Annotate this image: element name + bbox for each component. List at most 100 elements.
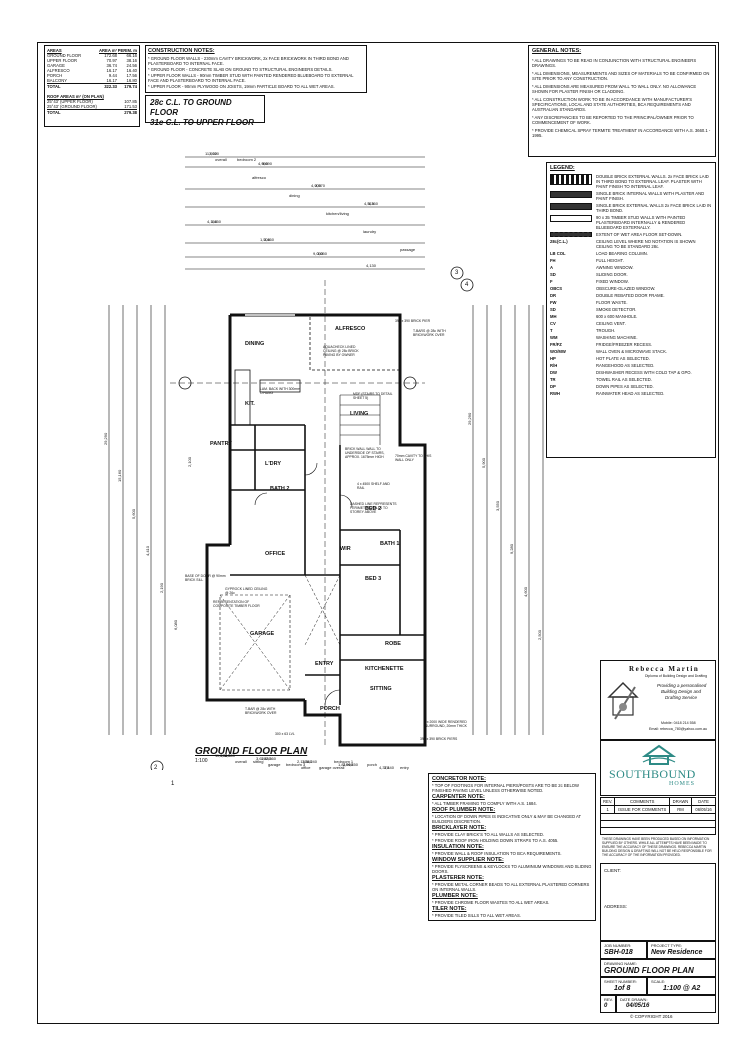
- legend-symbol: CV: [550, 321, 556, 326]
- dimension-caption: alfresco: [252, 175, 267, 180]
- legend-symbol: HP: [550, 356, 556, 361]
- builder-house-icon: [641, 744, 677, 765]
- dimension-caption-bottom: bedroom 3: [286, 762, 306, 767]
- revision-header-cell: DRAWN: [670, 798, 693, 805]
- construction-notes-title: CONSTRUCTION NOTES:: [148, 48, 215, 54]
- client-box-border: [600, 863, 716, 941]
- project-type-label: PROJECT TYPE:: [651, 943, 683, 948]
- legend-symbol: SD: [550, 272, 556, 277]
- construction-note: * UPPER FLOOR WALLS - 90mm TIMBER STUD W…: [148, 73, 354, 83]
- areas-cell: UPPER FLOOR: [47, 58, 78, 63]
- dimension-caption-bottom: sitting: [253, 759, 263, 764]
- room-label: GARAGE: [250, 631, 274, 637]
- legend-description: CEILING VENT.: [596, 321, 626, 326]
- ceiling-heights-box: 28c C.L. TO GROUND FLOOR 31c C.L. TO UPP…: [145, 95, 265, 127]
- dimension-caption: bedroom 2: [237, 157, 257, 162]
- legend-key: MH: [550, 314, 596, 319]
- trade-note-item: * PROVIDE TILED SILLS TO ALL WET AREAS.: [432, 913, 521, 918]
- areas-cell: 16.17: [106, 78, 117, 83]
- areas-cell: BALCONY: [47, 78, 68, 83]
- dimension-label-bottom: 3,440: [384, 765, 395, 770]
- areas-cell: 70.97: [106, 58, 117, 63]
- dimension-label-bottom: 4,370: [379, 765, 390, 770]
- revision-header-cell: COMMENTS: [615, 798, 670, 805]
- general-notes-list: * ALL DRAWINGS TO BE READ IN CONJUNCTION…: [532, 58, 712, 138]
- sheet-label: SHEET NUMBER:: [604, 979, 637, 984]
- legend-wall-swatch: [550, 215, 592, 222]
- sheet-number: 1of 8: [614, 985, 631, 992]
- legend-description: HOT PLATE AS SELECTED.: [596, 356, 650, 361]
- areas-cell: 66.16: [126, 53, 137, 58]
- legend-key: SD: [550, 272, 596, 277]
- legend-row: SD SMOKE DETECTOR.: [550, 307, 712, 312]
- construction-note: * GROUND FLOOR WALLS - 230mm CAVITY BRIC…: [148, 56, 349, 66]
- job-number-cell: JOB NUMBER: SBH-018: [600, 941, 647, 959]
- dimension-label-bottom: 1,450: [261, 756, 272, 761]
- legend-symbol: FR/FZ: [550, 342, 562, 347]
- general-note: * ALL CONSTRUCTION WORK TO BE IN ACCORDA…: [532, 97, 693, 112]
- trade-note-title: INSULATION NOTE:: [432, 844, 484, 850]
- general-notes: GENERAL NOTES: * ALL DRAWINGS TO BE READ…: [528, 45, 716, 157]
- dimension-label: 1,450: [211, 219, 222, 224]
- legend-description: 600 x 600 MANHOLE.: [596, 314, 638, 319]
- areas-cell: 16.40: [126, 68, 137, 73]
- areas-cell: 24.56: [126, 63, 137, 68]
- legend-symbol: SD: [550, 307, 556, 312]
- revision-header-cell: DATE: [698, 799, 709, 804]
- trade-note-item: * PROVIDE WALL & ROOF INSULATION TO BCA …: [432, 851, 562, 856]
- rev-value: 0: [604, 1003, 608, 1009]
- dimension-label-left: 2,100: [187, 456, 192, 467]
- areas-cell: PORCH: [47, 73, 63, 78]
- legend-symbol: MH: [550, 314, 557, 319]
- plan-annotation: 300 x 63 LVL: [275, 732, 295, 736]
- dimension-caption-bottom: porch: [367, 762, 377, 767]
- builder-logo: SOUTHBOUND HOMES: [600, 740, 716, 796]
- orientation-marker-2: 2: [154, 765, 158, 771]
- dimension-label: 9,030: [313, 251, 324, 256]
- legend-symbol: T: [550, 328, 553, 333]
- legend-key: HP: [550, 356, 596, 361]
- legend-description: SINGLE BRICK EXTERNAL WALLS 2x FACE BRIC…: [596, 203, 712, 213]
- room-label: KITCHENETTE: [365, 666, 404, 672]
- legend-key: CV: [550, 321, 596, 326]
- orientation-marker-3: 3: [455, 270, 459, 276]
- legend-key: DP: [550, 384, 596, 389]
- areas-header-cell: AREAS: [47, 48, 62, 53]
- dimension-caption-bottom: office: [301, 765, 311, 770]
- legend-row: EXTENT OF WET AREA FLOOR SET-DOWN.: [550, 232, 712, 237]
- dimension-label-left: 5,600: [131, 508, 136, 519]
- dimension-label-bottom: 2,990: [343, 762, 354, 767]
- legend-key: DR: [550, 293, 596, 298]
- areas-cell: 38.16: [126, 58, 137, 63]
- room-label: BATH 2: [270, 486, 289, 492]
- dimension-label-left: 29,290: [103, 432, 108, 445]
- room-label: L'DRY: [265, 461, 281, 467]
- dimension-caption: laundry: [363, 229, 376, 234]
- legend-key: 28c(C.L.): [550, 239, 596, 244]
- areas-header-cell: PERIM. m: [117, 48, 137, 53]
- dimension-label-right: 4,600: [523, 586, 528, 597]
- legend-symbol: WM: [550, 335, 558, 340]
- address-label: ADDRESS:: [604, 904, 628, 909]
- legend-description: SMOKE DETECTOR.: [596, 307, 637, 312]
- roof-areas-cell: 25°43' (GROUND FLOOR): [47, 104, 97, 109]
- legend-symbol: DP: [550, 384, 556, 389]
- dimension-caption-bottom: bedroom 1: [334, 759, 354, 764]
- legend-key: FH: [550, 258, 596, 263]
